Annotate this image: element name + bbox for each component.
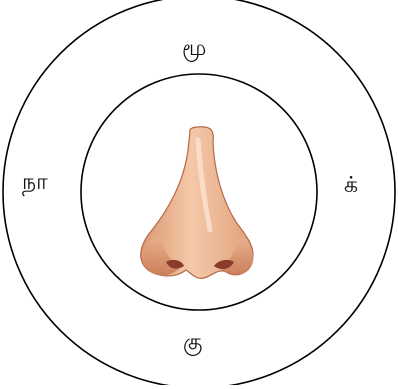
ring-letter-bottom: கு: [183, 332, 202, 354]
ring-letter-right: க்: [344, 175, 358, 197]
ring-letter-left: நா: [22, 172, 48, 194]
ring-letter-top: மூ: [182, 38, 206, 60]
nose-icon: [141, 127, 254, 279]
